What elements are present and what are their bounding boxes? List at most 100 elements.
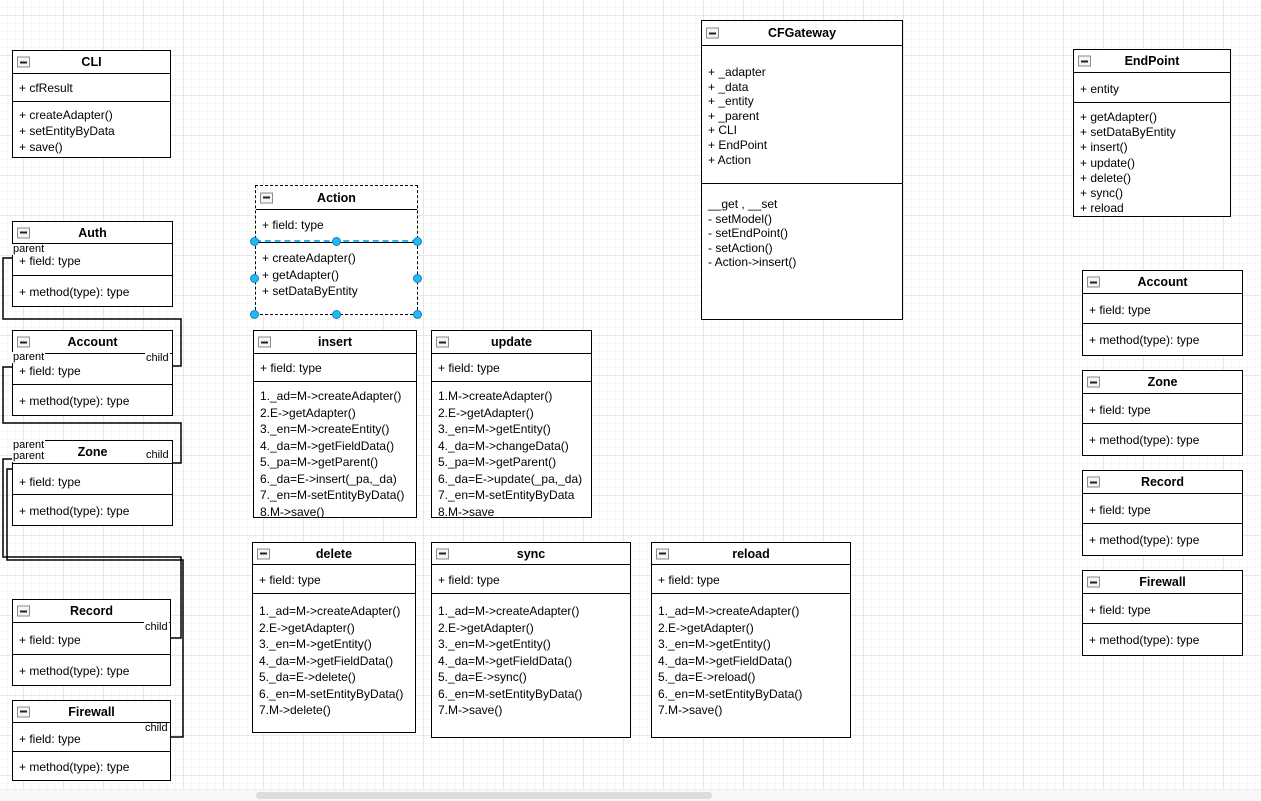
- class-title-bar: reload: [652, 543, 850, 565]
- methods-section: + method(type): type: [1089, 533, 1200, 547]
- class-cfgateway[interactable]: CFGateway + _adapter+ _data+ _entity+ _p…: [701, 20, 903, 320]
- methods-section: 1._ad=M->createAdapter()2.E->getAdapter(…: [658, 604, 803, 717]
- selection-handle[interactable]: [413, 310, 422, 319]
- methods-section: 1._ad=M->createAdapter()2.E->getAdapter(…: [438, 604, 583, 717]
- methods-section: 1._ad=M->createAdapter()2.E->getAdapter(…: [260, 389, 405, 517]
- collapse-icon[interactable]: [17, 56, 30, 68]
- collapse-icon[interactable]: [17, 227, 30, 238]
- fields-section: + field: type: [1083, 594, 1242, 624]
- fields-section: + field: type: [432, 354, 591, 382]
- fields-section: + field: type: [254, 354, 416, 382]
- methods-section: + method(type): type: [19, 760, 130, 774]
- selection-handle[interactable]: [332, 237, 341, 246]
- class-sync[interactable]: sync + field: type 1._ad=M->createAdapte…: [431, 542, 631, 738]
- selection-handle[interactable]: [250, 310, 259, 319]
- methods-section: + method(type): type: [19, 285, 130, 299]
- collapse-icon[interactable]: [260, 192, 273, 203]
- class-delete[interactable]: delete + field: type 1._ad=M->createAdap…: [252, 542, 416, 733]
- collapse-icon[interactable]: [1087, 276, 1100, 288]
- class-name: Zone: [1147, 375, 1178, 389]
- class-name: Zone: [77, 445, 108, 459]
- edge-label-child[interactable]: child: [145, 449, 170, 461]
- fields-section: + entity: [1074, 73, 1230, 103]
- class-title-bar: Account: [1083, 271, 1242, 294]
- class-firewall-left[interactable]: Firewall + field: type + method(type): t…: [12, 700, 171, 781]
- edge-label-child[interactable]: child: [144, 722, 169, 734]
- selection-handle[interactable]: [413, 274, 422, 283]
- class-name: delete: [315, 546, 353, 561]
- fields-section: + field: type: [13, 244, 172, 276]
- methods-section: + method(type): type: [19, 664, 130, 678]
- class-title-bar: Record: [13, 600, 170, 623]
- class-insert[interactable]: insert + field: type 1._ad=M->createAdap…: [253, 330, 417, 518]
- class-title-bar: Firewall: [13, 701, 170, 723]
- class-name: reload: [732, 546, 770, 561]
- selection-handle[interactable]: [413, 237, 422, 246]
- class-record-left[interactable]: Record + field: type + method(type): typ…: [12, 599, 171, 686]
- class-account-left[interactable]: Account + field: type + method(type): ty…: [12, 330, 173, 416]
- class-title-bar: CFGateway: [702, 21, 902, 46]
- class-title-bar: delete: [253, 543, 415, 565]
- class-name: Action: [317, 190, 356, 205]
- collapse-icon[interactable]: [17, 706, 30, 717]
- collapse-icon[interactable]: [1087, 576, 1100, 588]
- class-zone-right[interactable]: Zone + field: type + method(type): type: [1082, 370, 1243, 456]
- collapse-icon[interactable]: [257, 548, 270, 559]
- class-title-bar: update: [432, 331, 591, 354]
- class-account-right[interactable]: Account + field: type + method(type): ty…: [1082, 270, 1243, 356]
- edge-label-parent[interactable]: parent: [12, 351, 46, 363]
- edge-label-parent[interactable]: parent: [12, 450, 46, 462]
- collapse-icon[interactable]: [17, 605, 30, 617]
- class-action[interactable]: Action + field: type + createAdapter()+ …: [255, 185, 418, 315]
- class-cli[interactable]: CLI + cfResult + createAdapter()+ setEnt…: [12, 50, 171, 158]
- collapse-icon[interactable]: [656, 548, 669, 559]
- class-name: Record: [69, 604, 114, 618]
- class-title-bar: CLI: [13, 51, 170, 74]
- methods-section[interactable]: + createAdapter()+ getAdapter()+ setData…: [262, 251, 358, 298]
- class-title-bar: sync: [432, 543, 630, 565]
- collapse-icon[interactable]: [436, 336, 449, 348]
- methods-section: + method(type): type: [19, 504, 130, 518]
- selection-handle[interactable]: [332, 310, 341, 319]
- collapse-icon[interactable]: [436, 548, 449, 559]
- fields-section: + field: type: [13, 723, 170, 752]
- scrollbar-thumb[interactable]: [256, 792, 712, 799]
- class-title-bar: Zone: [1083, 371, 1242, 394]
- class-record-right[interactable]: Record + field: type + method(type): typ…: [1082, 470, 1243, 556]
- fields-section: + field: type: [13, 354, 172, 385]
- class-reload[interactable]: reload + field: type 1._ad=M->createAdap…: [651, 542, 851, 738]
- fields-section: + field: type: [253, 565, 415, 594]
- edge-label-child[interactable]: child: [145, 352, 170, 364]
- class-name: Account: [67, 335, 118, 349]
- edge-label-child[interactable]: child: [144, 621, 169, 633]
- methods-section: 1._ad=M->createAdapter()2.E->getAdapter(…: [259, 604, 404, 717]
- selection-handle[interactable]: [250, 274, 259, 283]
- horizontal-scrollbar[interactable]: [0, 789, 1261, 801]
- methods-section: + method(type): type: [1089, 633, 1200, 647]
- methods-section: __get , __set- setModel()- setEndPoint()…: [708, 197, 797, 270]
- fields-section: + field: type: [1083, 394, 1242, 424]
- collapse-icon[interactable]: [706, 27, 719, 39]
- class-name: insert: [317, 335, 353, 349]
- collapse-icon[interactable]: [258, 336, 271, 348]
- class-name: CFGateway: [767, 26, 837, 40]
- edge-label-parent[interactable]: parent: [12, 243, 46, 255]
- class-endpoint[interactable]: EndPoint + entity + getAdapter()+ setDat…: [1073, 49, 1231, 217]
- class-auth[interactable]: Auth + field: type + method(type): type: [12, 221, 173, 307]
- collapse-icon[interactable]: [1087, 376, 1100, 388]
- collapse-icon[interactable]: [17, 336, 30, 348]
- collapse-icon[interactable]: [1087, 476, 1100, 488]
- class-update[interactable]: update + field: type 1.M->createAdapter(…: [431, 330, 592, 518]
- methods-section: 1.M->createAdapter()2.E->getAdapter()3._…: [438, 389, 583, 517]
- methods-section: + method(type): type: [1089, 333, 1200, 347]
- class-firewall-right[interactable]: Firewall + field: type + method(type): t…: [1082, 570, 1243, 656]
- selection-handle[interactable]: [250, 237, 259, 246]
- class-name: Firewall: [68, 704, 115, 719]
- class-name: update: [491, 335, 532, 349]
- methods-section: + createAdapter()+ setEntityByData+ save…: [19, 108, 115, 154]
- fields-section: + field: type: [652, 565, 850, 594]
- methods-section: + method(type): type: [1089, 433, 1200, 447]
- collapse-icon[interactable]: [1078, 55, 1091, 67]
- class-name: sync: [516, 546, 546, 561]
